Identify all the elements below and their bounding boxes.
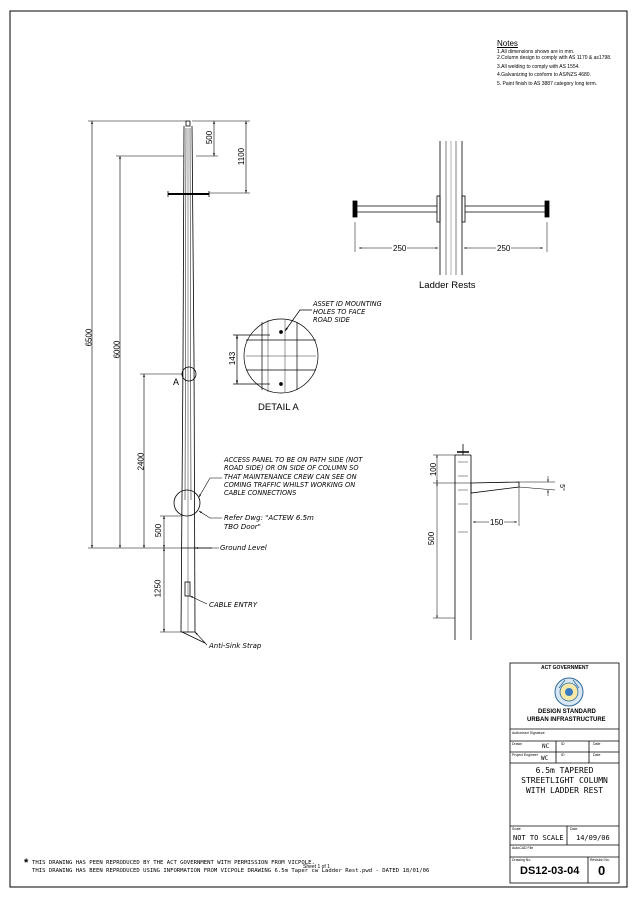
note-line: ACCESS PANEL TO BE ON PATH SIDE (NOT [224,456,363,464]
tb-heading2: URBAN INFRASTRUCTURE [527,717,606,723]
tb-id-label: ID [561,753,565,757]
detail-marker: A [173,377,180,387]
detail-a-drawing [233,309,319,394]
tb-eng-label: Project Engineer [512,753,538,757]
dim-label: 143 [228,351,238,366]
footer-sheet: Sheet 1 of 1 [303,864,330,870]
title-line: STREETLIGHT COLUMN [521,776,608,785]
note-item: 2.Column design to comply with AS 1170 &… [497,55,612,62]
sheet-border [9,10,628,888]
anti-sink-label: Anti-Sink Strap [209,642,262,650]
tb-heading1: DESIGN STANDARD [538,709,596,715]
tb-date-value: 14/09/06 [576,834,610,842]
title-block-frame [509,662,620,884]
act-government-seal [554,677,584,707]
tb-authorised-label: Authorised Signature [512,731,545,735]
tb-scale-value: NOT TO SCALE [513,834,564,842]
note-item: 1.All dimensions shown are in mm. [497,48,575,55]
tb-revision-label: Revision No. [590,858,610,862]
note-line: TBO Door" [224,523,261,531]
dim-label: 6000 [112,340,122,359]
dim-label: 100 [429,462,439,477]
tb-id-label: ID [561,742,565,746]
dim-label: 150 [489,518,505,527]
tb-drawn-value: NC [542,743,550,750]
tb-org: ACT GOVERNMENT [541,665,589,671]
note-line: COMING TRAFFIC WHILST WORKING ON [224,480,356,489]
note-item: 4.Galvanizing to conform to AS/NZS 4680. [497,72,591,79]
tb-drawing-no: DS12-03-04 [520,865,580,877]
tb-date-label: Date [570,827,578,831]
asset-id-note: ASSET ID MOUNTING HOLES TO FACE ROAD SID… [313,300,382,324]
dim-label: 2400 [136,452,146,471]
access-panel-note: ACCESS PANEL TO BE ON PATH SIDE (NOT ROA… [224,456,362,497]
elevation-leaders [189,477,222,646]
footer-line1: THIS DRAWING HAS PEEN REPRODUCED BY THE … [32,860,315,866]
note-line: CABLE CONNECTIONS [224,489,297,498]
ladder-rests-drawing [352,141,550,275]
tb-date-label: Date [593,753,601,757]
tb-autocad-label: AutoCAD File [512,846,534,850]
notes-heading: Notes [497,39,518,48]
dim-label: 5° [557,484,565,491]
note-line: ASSET ID MOUNTING [313,300,382,308]
tb-date-label: Date [593,742,601,746]
ground-level-label: Ground Level [220,544,267,552]
tb-scale-label: Scale [512,827,521,831]
bracket-detail-drawing [433,444,556,640]
ladder-rests-title: Ladder Rests [419,280,476,291]
elevation-dimensions [88,120,250,633]
note-line: THAT MAINTENANCE CREW CAN SEE ON [224,472,357,481]
notes-panel: Notes 1.All dimensions shown are in mm. … [497,39,622,88]
dim-label: 500 [205,130,215,145]
note-line: ROAD SIDE) OR ON SIDE OF COLUMN SO [224,464,359,473]
note-line: ROAD SIDE [313,316,350,324]
note-item: 5. Paint finish to AS 3887 category long… [497,80,598,87]
detail-a-title: DETAIL A [258,402,299,413]
tb-eng-value: WC [541,755,549,762]
dim-label: 6500 [84,328,94,347]
tb-drawing-title: 6.5m TAPERED STREETLIGHT COLUMN WITH LAD… [510,766,619,796]
note-line: Refer Dwg: "ACTEW 6.5m [224,514,314,522]
note-item: 3.All welding to comply with AS 1554. [497,63,580,70]
footer-line2: THIS DRAWING HAS BEEN REPRODUCED USING I… [32,868,430,874]
dim-label: 500 [427,531,437,546]
dim-label: 250 [496,244,512,253]
refer-dwg-note: Refer Dwg: "ACTEW 6.5m TBO Door" [224,514,314,532]
cable-entry-label: CABLE ENTRY [209,601,258,609]
note-line: HOLES TO FACE [313,308,366,316]
tb-drawn-label: Drawn [512,742,523,746]
dim-label: 1100 [237,147,247,166]
tb-drawing-no-label: Drawing No. [512,858,532,862]
dim-label: 500 [154,523,164,538]
dim-label: 1250 [153,579,163,598]
dim-label: 250 [392,244,408,253]
footer-star: * [24,857,29,869]
tb-revision: 0 [598,863,606,878]
title-line: 6.5m TAPERED [535,766,594,775]
title-line: WITH LADDER REST [525,786,604,795]
